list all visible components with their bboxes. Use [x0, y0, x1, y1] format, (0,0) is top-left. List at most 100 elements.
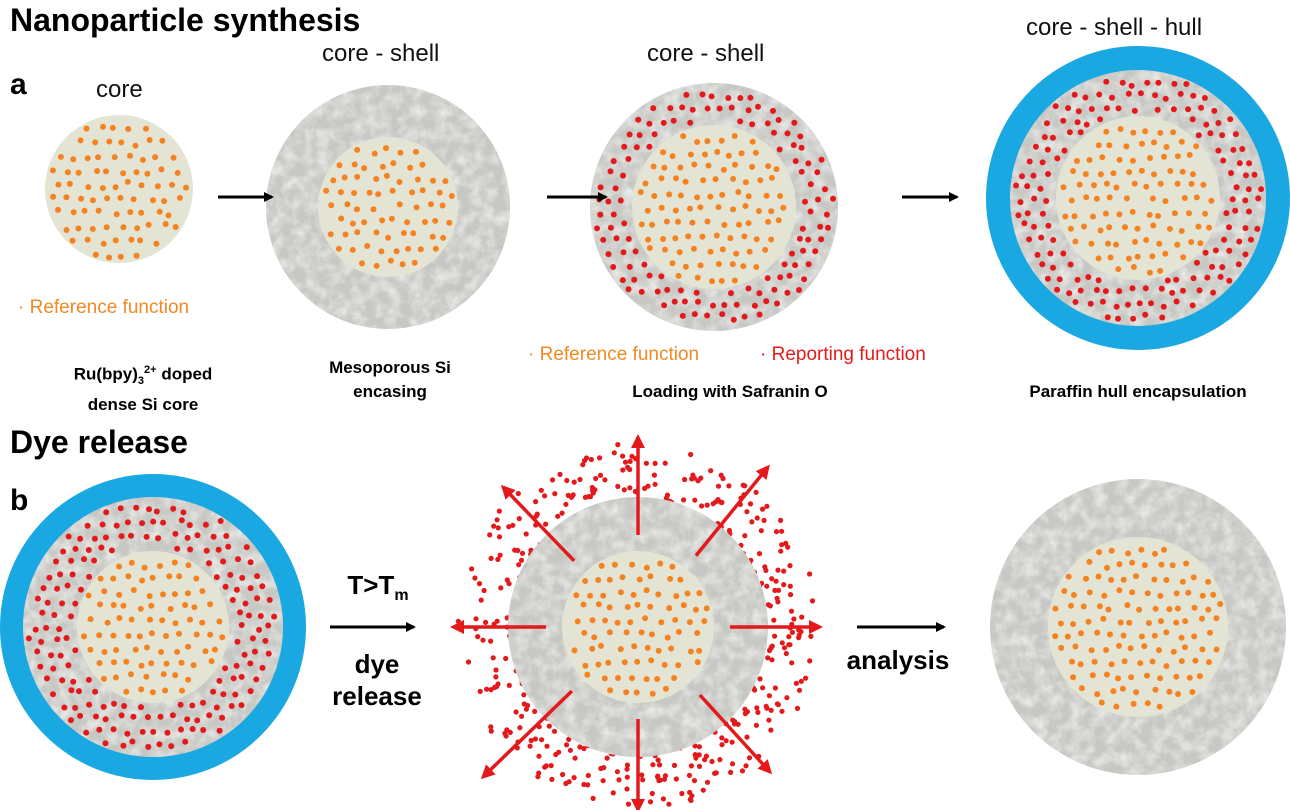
reference-dye-dot — [163, 660, 170, 667]
reference-dye-dot — [84, 155, 91, 162]
released-dye-dot — [807, 571, 813, 577]
reporting-dye-dot — [150, 518, 157, 525]
reference-dye-dot — [1129, 157, 1136, 164]
reference-dye-dot — [385, 234, 392, 241]
reporting-dye-dot — [774, 300, 780, 307]
reporting-dye-dot — [704, 312, 711, 319]
reference-dye-dot — [614, 619, 621, 626]
reporting-dye-dot — [1103, 78, 1110, 85]
reference-dye-dot — [150, 197, 156, 204]
reference-dye-dot — [1132, 238, 1138, 245]
reference-dye-dot — [753, 236, 760, 243]
reporting-dye-dot — [1198, 104, 1204, 111]
reporting-dye-dot — [620, 172, 626, 179]
reference-dye-dot — [379, 217, 386, 224]
released-dye-dot — [624, 766, 630, 772]
reporting-dye-dot — [691, 311, 698, 318]
reference-dye-dot — [70, 156, 77, 163]
reporting-dye-dot — [1242, 251, 1249, 258]
reference-dye-dot — [1110, 170, 1117, 177]
reporting-dye-dot — [1074, 276, 1081, 283]
released-dye-dot — [604, 755, 610, 761]
reference-dye-dot — [1207, 629, 1213, 636]
reference-dye-dot — [99, 185, 106, 192]
reference-dye-dot — [123, 658, 130, 665]
reference-dye-dot — [1178, 658, 1185, 665]
reference-dye-dot — [69, 237, 76, 244]
reference-dye-dot — [1134, 253, 1141, 260]
released-dye-dot — [753, 722, 760, 728]
released-dye-dot — [779, 640, 785, 646]
particle-b-releasing — [508, 497, 768, 757]
reference-dye-dot — [139, 577, 146, 584]
label-core-shell-1: core - shell — [322, 40, 440, 67]
reference-dye-dot — [713, 232, 720, 239]
reporting-dye-dot — [238, 702, 245, 709]
reference-dye-dot — [1174, 180, 1181, 187]
released-dye-dot — [496, 508, 502, 514]
released-dye-dot — [624, 786, 630, 792]
released-dye-dot — [787, 642, 793, 648]
reference-dye-dot — [1152, 686, 1159, 693]
reporting-dye-dot — [220, 558, 227, 565]
reporting-dye-dot — [259, 583, 266, 590]
reference-dye-dot — [174, 648, 181, 655]
released-dye-dot — [688, 763, 695, 769]
reference-dye-dot — [84, 236, 91, 243]
released-dye-dot — [768, 727, 774, 733]
reference-dye-dot — [719, 191, 726, 198]
reporting-dye-dot — [741, 313, 748, 320]
reference-dye-dot — [124, 178, 131, 185]
release-arrow — [694, 464, 770, 557]
reference-dye-dot — [132, 646, 139, 653]
released-dye-dot — [624, 762, 631, 768]
reference-dye-dot — [1147, 155, 1153, 161]
reference-dye-dot — [1138, 633, 1145, 640]
reference-dye-dot — [1178, 634, 1185, 641]
released-dye-dot — [772, 587, 778, 594]
released-dye-dot — [649, 790, 655, 797]
released-dye-dot — [696, 763, 703, 770]
reporting-dye-dot — [633, 144, 640, 151]
reporting-dye-dot — [1159, 314, 1166, 321]
reporting-dye-dot — [805, 261, 812, 268]
section-title-synthesis: Nanoparticle synthesis — [10, 2, 361, 38]
released-dye-dot — [498, 585, 504, 591]
reporting-dye-dot — [699, 91, 706, 98]
reference-dye-dot — [1093, 195, 1100, 202]
legend-reference-text: Reference function — [29, 297, 190, 318]
reporting-dye-dot — [113, 522, 120, 529]
reporting-dye-dot — [247, 660, 254, 667]
reporting-dye-dot — [54, 585, 61, 592]
reporting-dye-dot — [108, 547, 115, 554]
reference-dye-dot — [172, 224, 179, 230]
reporting-dye-dot — [1183, 81, 1190, 87]
label-core-shell-hull: core - shell - hull — [1026, 14, 1203, 41]
released-dye-dot — [495, 681, 501, 687]
reference-dye-dot — [81, 207, 88, 214]
reporting-dye-dot — [254, 573, 261, 580]
released-dye-dot — [615, 483, 621, 489]
reporting-dye-dot — [110, 726, 117, 733]
released-dye-dot — [585, 782, 591, 788]
reporting-dye-dot — [103, 509, 110, 516]
reference-dye-dot — [1082, 171, 1089, 178]
reference-dye-dot — [736, 221, 742, 228]
released-dye-dot — [615, 442, 621, 448]
reference-dye-dot — [1171, 210, 1178, 217]
reference-dye-dot — [77, 137, 84, 144]
released-dye-dot — [766, 693, 773, 699]
released-dye-dot — [794, 705, 801, 712]
reporting-dye-dot — [818, 156, 825, 163]
reference-dye-dot — [97, 575, 104, 582]
reference-dye-dot — [170, 154, 177, 161]
reference-dye-dot — [1116, 642, 1122, 649]
reference-dye-dot — [100, 240, 107, 247]
reference-dye-dot — [696, 647, 703, 654]
released-dye-dot — [695, 478, 701, 484]
reference-dye-dot — [1107, 254, 1114, 261]
reference-dye-dot — [606, 629, 613, 636]
reference-dye-dot — [1179, 578, 1186, 585]
reference-dye-dot — [600, 592, 607, 599]
reference-dye-dot — [753, 264, 760, 270]
